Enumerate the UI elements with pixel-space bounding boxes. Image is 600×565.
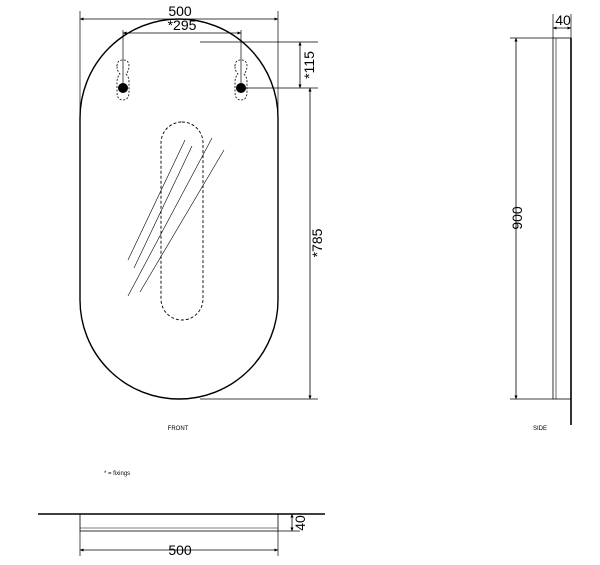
front-view-label: FRONT <box>168 426 189 432</box>
side-view: 40 900 SIDE <box>509 12 572 432</box>
dim-fixing-drop: *115 <box>298 41 317 89</box>
plan-width-label: 500 <box>168 542 192 558</box>
front-view: 500 *295 *115 *785 FRONT <box>79 3 325 432</box>
dim-fixing-spacing: *295 <box>122 17 242 84</box>
inner-slot-dashed <box>160 121 204 321</box>
plan-view: 40 500 <box>38 513 325 558</box>
fixing-height-label: *785 <box>309 228 325 257</box>
dim-side-height: 900 <box>509 37 553 400</box>
side-view-label: SIDE <box>533 426 547 432</box>
plan-mirror-profile <box>79 513 279 532</box>
dim-fixing-height: *785 <box>308 87 325 400</box>
dim-plan-depth: 40 <box>278 513 308 532</box>
side-height-label: 900 <box>509 206 525 230</box>
fixing-drop-label: *115 <box>301 51 317 79</box>
fixing-left <box>116 59 130 101</box>
dim-side-depth: 40 <box>552 12 572 38</box>
side-depth-label: 40 <box>555 12 571 28</box>
mirror-outline <box>79 18 279 400</box>
plan-depth-label: 40 <box>292 515 308 531</box>
dim-front-width: 500 <box>79 3 279 200</box>
fixings-note: * = fixings <box>104 471 130 477</box>
side-mirror-profile <box>552 37 572 400</box>
front-width-label: 500 <box>168 3 192 19</box>
reflection-lines <box>127 137 225 297</box>
fixing-spacing-label: *295 <box>168 17 197 33</box>
dim-plan-width: 500 <box>79 531 279 558</box>
fixing-left-dot <box>118 83 128 93</box>
